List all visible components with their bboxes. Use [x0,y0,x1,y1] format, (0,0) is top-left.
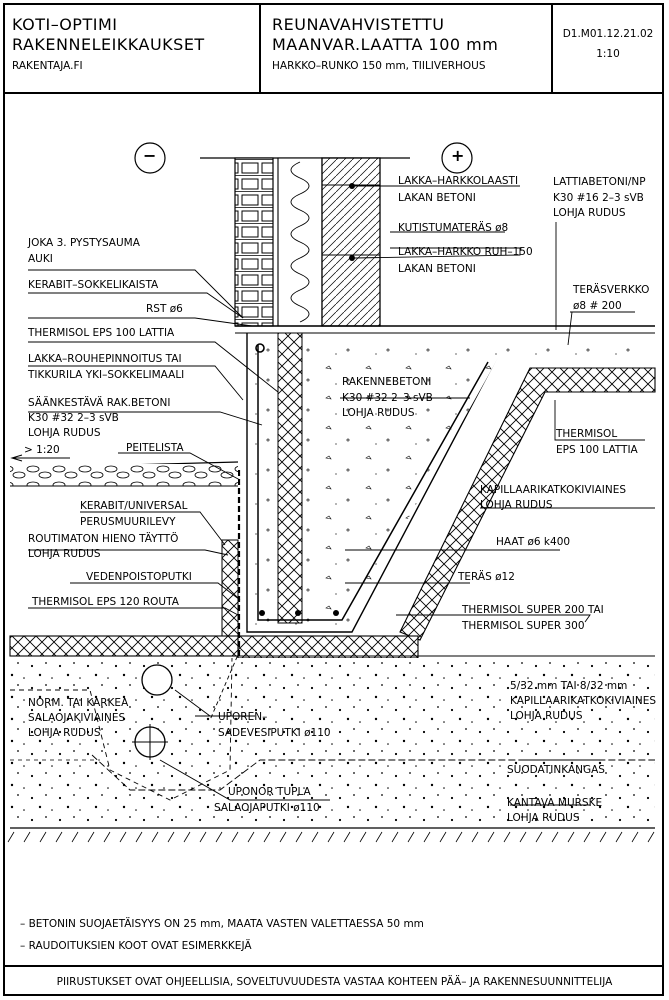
label-uporen: UPOREN– [218,711,268,723]
label-lakka-harkko-ruh: LAKKA–HARKKO RUH–150 [398,246,533,258]
label-kapillaari-2b: KAPILLAARIKATKOKIVIAINES [510,695,657,707]
label-norm-3: LOHJA RUDUS [28,727,101,739]
label-terasverkko-2: ø8 # 200 [573,300,622,312]
footer-disclaimer: PIIRUSTUKSET OVAT OHJEELLISIA, SOVELTUVU… [56,976,613,988]
label-haat: HAAT ø6 k400 [496,536,571,548]
label-uporen-2: SADEVESIPUTKI ø110 [218,727,331,739]
label-thermisol-eps120: THERMISOL EPS 120 ROUTA [32,596,179,608]
plus-symbol: + [451,146,465,165]
label-thermisol-super-2: THERMISOL SUPER 300 [462,620,585,632]
publisher: RAKENTAJA.FI [12,60,83,72]
label-lattiabetoni-2: K30 #16 2–3 sVB [553,192,644,204]
label-rakennebetoni: RAKENNEBETONI [342,376,432,388]
label-kantava-2: LOHJA RUDUS [507,812,580,824]
title-block-middle: REUNAVAHVISTETTU MAANVAR.LAATTA 100 mm H… [272,5,542,91]
label-perusmuurilevy: PERUSMUURILEVY [80,516,176,528]
label-lattiabetoni: LATTIABETONI/NP [553,176,646,188]
label-saankestava: SÄÄNKESTÄVÄ RAK.BETONI [28,397,171,409]
label-teras12: TERÄS ø12 [458,571,515,583]
label-kutistumateras: KUTISTUMATERÄS ø8 [398,222,509,234]
label-kapillaari-2c: LOHJA RUDUS [510,710,583,722]
collection-title-2: RAKENNELEIKKAUKSET [12,35,205,54]
label-routimaton: ROUTIMATON HIENO TÄYTTÖ [28,533,179,545]
note-1: – BETONIN SUOJAETÄISYYS ON 25 mm, MAATA … [20,918,424,930]
label-kantava: KANTAVA MURSKE [507,797,603,809]
detail-title-2: MAANVAR.LAATTA 100 mm [272,35,499,54]
label-thermisol-super: THERMISOL SUPER 200 TAI [462,604,604,616]
label-kerabit-sokkeli: KERABIT–SOKKELIKAISTA [28,279,159,291]
label-terasverkko: TERÄSVERKKO [573,284,650,296]
title-block-right: D1.M01.12.21.02 1:10 [556,5,660,91]
label-lakka-rouhe: LAKKA–ROUHEPINNOITUS TAI [28,353,182,365]
label-kapillaari-2: 5/32 mm TAI 8/32 mm [510,680,628,692]
label-saankestava-3: LOHJA RUDUS [28,427,101,439]
label-saankestava-2: K30 #32 2–3 sVB [28,412,119,424]
label-lakan-betoni-2: LAKAN BETONI [398,263,476,275]
collection-title-1: KOTI–OPTIMI [12,15,118,34]
label-kerabit-universal: KERABIT/UNIVERSAL [80,500,188,512]
drawing-frame [3,3,664,996]
label-rst: RST ø6 [146,303,183,315]
title-block-left: KOTI–OPTIMI RAKENNELEIKKAUKSET RAKENTAJA… [12,5,256,91]
label-thermisol-right-2: EPS 100 LATTIA [556,444,638,456]
label-peitelista: PEITELISTA [126,442,184,454]
detail-title-1: REUNAVAHVISTETTU [272,15,445,34]
label-rakennebetoni-3: LOHJA RUDUS [342,407,415,419]
minus-symbol: − [143,146,157,165]
label-kapillaari-1b: LOHJA RUDUS [480,499,553,511]
label-norm: NORM. TAI KARKEA [28,697,129,709]
label-uponor-tupla: UPONOR TUPLA [228,786,311,798]
label-kapillaari-1: KAPILLAARIKATKOKIVIAINES [480,484,627,496]
label-thermisol-right: THERMISOL [556,428,618,440]
detail-subtitle: HARKKO–RUNKO 150 mm, TIILIVERHOUS [272,60,486,72]
label-lakka-harkkolaasti: LAKKA–HARKKOLAASTI [398,175,519,187]
label-suodatinkangas: SUODATINKANGAS [507,764,605,776]
label-slope: > 1:20 [24,444,60,456]
label-joka3: JOKA 3. PYSTYSAUMA [28,237,140,249]
drawing-code: D1.M01.12.21.02 [562,28,654,40]
label-tikkurila: TIKKURILA YKI–SOKKELIMAALI [28,369,185,381]
label-thermisol-eps100: THERMISOL EPS 100 LATTIA [28,327,175,339]
label-vedenpoisto: VEDENPOISTOPUTKI [86,571,192,583]
label-uponor-tupla-2: SALAOJAPUTKI ø110 [214,802,320,814]
drawing-scale: 1:10 [596,48,620,60]
note-2: – RAUDOITUKSIEN KOOT OVAT ESIMERKKEJÄ [20,940,252,952]
label-lakan-betoni-1: LAKAN BETONI [398,192,476,204]
label-lattiabetoni-3: LOHJA RUDUS [553,207,626,219]
label-rakennebetoni-2: K30 #32 2–3 sVB [342,392,433,404]
label-norm-2: SALAOJAKIVIAINES [28,712,126,724]
label-routimaton-2: LOHJA RUDUS [28,548,101,560]
label-joka3-2: AUKI [28,253,53,265]
